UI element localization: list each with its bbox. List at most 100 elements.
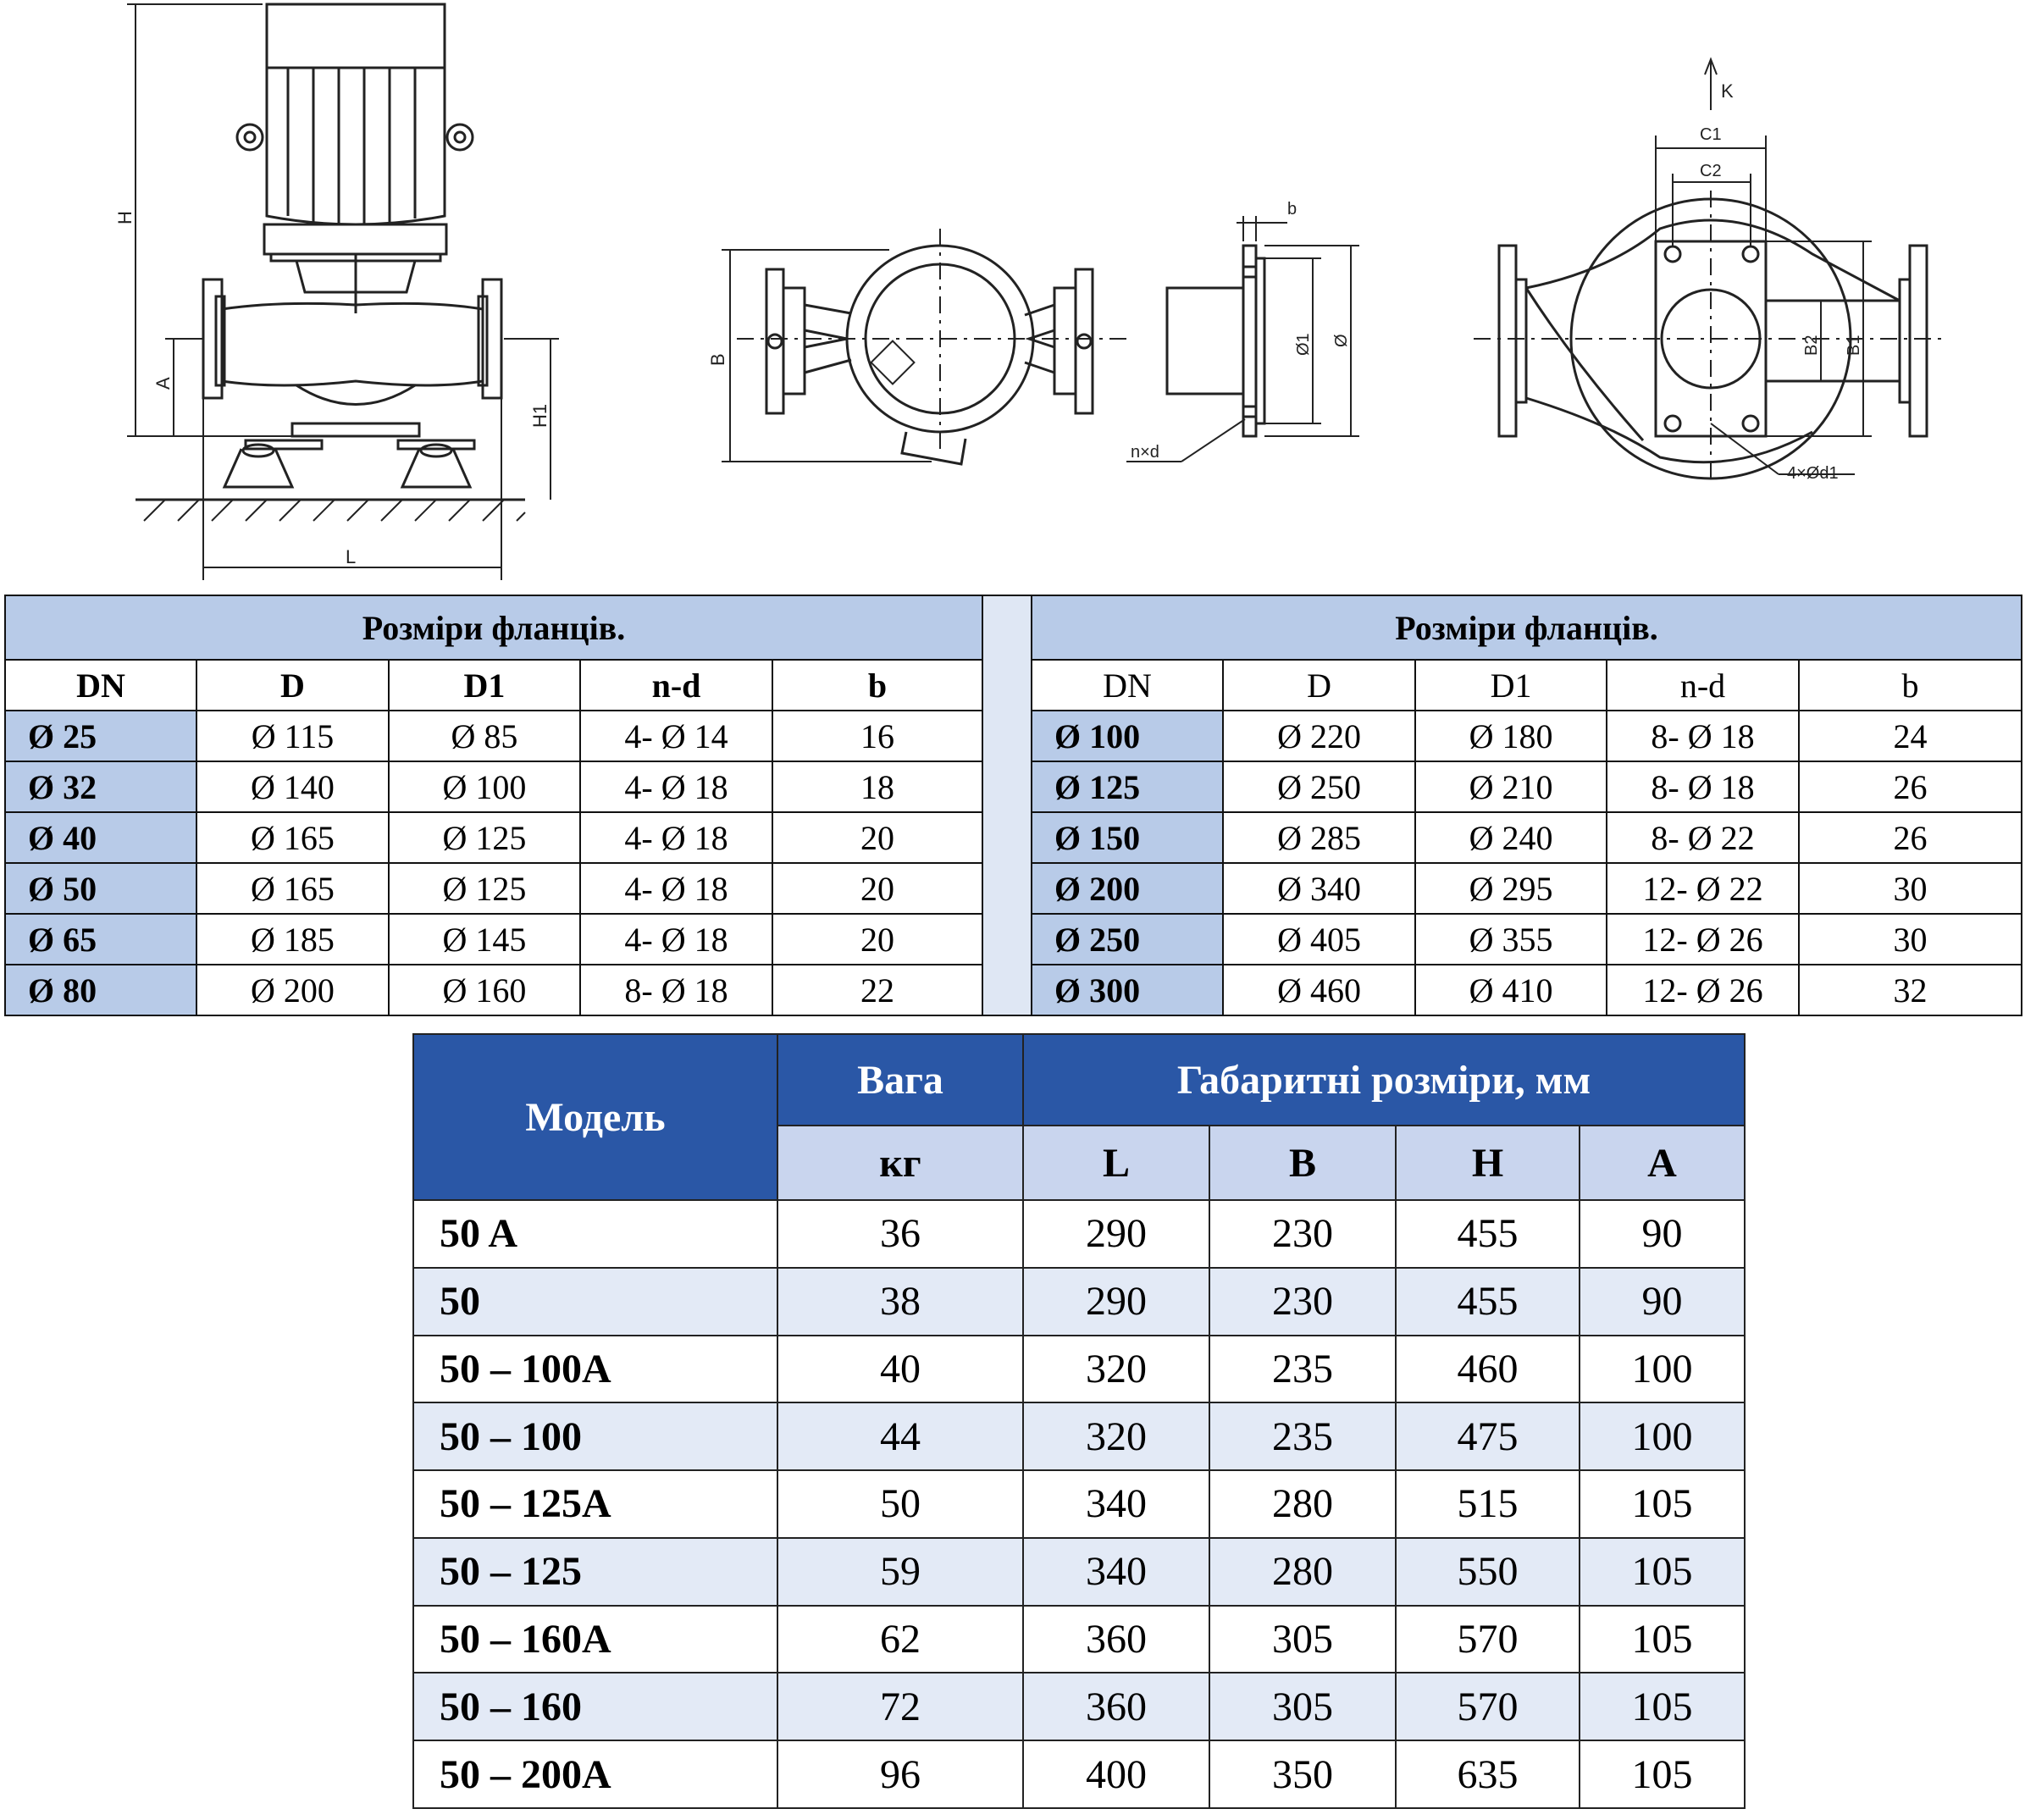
model-B: 305 — [1209, 1604, 1397, 1674]
flange-dn: Ø 40 — [4, 811, 197, 864]
flange-d: Ø 285 — [1222, 811, 1417, 864]
model-L: 340 — [1022, 1469, 1210, 1539]
model-H: 550 — [1395, 1536, 1580, 1607]
flange-nd: 12- Ø 22 — [1606, 862, 1801, 915]
flange-nd: 4- Ø 18 — [579, 862, 773, 915]
flange-d1: Ø 145 — [388, 913, 581, 965]
dim-label-b: b — [1287, 200, 1297, 219]
flange-d1: Ø 180 — [1414, 710, 1608, 762]
dim-label-B2: B2 — [1802, 335, 1821, 356]
dim-label-H1: H1 — [529, 404, 551, 428]
model-B: 230 — [1209, 1266, 1397, 1336]
flange-d1: Ø 240 — [1414, 811, 1608, 864]
table-row: 50 38 290 230 455 90 — [412, 1266, 1746, 1336]
flange-dn: Ø 80 — [4, 964, 197, 1016]
model-name: 50 — [412, 1266, 778, 1336]
dim-label-holes: 4×Ød1 — [1787, 464, 1839, 483]
model-A: 105 — [1578, 1469, 1746, 1539]
col-header-b: b — [771, 659, 984, 711]
col-header-d1: D1 — [1414, 659, 1608, 711]
dim-label-A: A — [152, 377, 174, 390]
col-header-B: B — [1209, 1125, 1397, 1201]
flange-b: 30 — [1798, 862, 2023, 915]
col-header-d: D — [1222, 659, 1417, 711]
flange-d: Ø 165 — [196, 811, 390, 864]
col-header-L: L — [1022, 1125, 1210, 1201]
model-weight: 62 — [777, 1604, 1024, 1674]
dim-label-B: B — [707, 353, 728, 366]
pump-body-view: K C1 C2 B2 B1 4×Ød1 — [1474, 57, 1948, 483]
flange-d: Ø 140 — [196, 761, 390, 813]
dim-label-nxd: n×d — [1131, 443, 1159, 462]
col-header-nd: n-d — [1606, 659, 1801, 711]
flange-d1: Ø 295 — [1414, 862, 1608, 915]
flange-table-left-title: Розміри фланців. — [3, 595, 984, 661]
model-L: 360 — [1022, 1604, 1210, 1674]
model-A: 105 — [1578, 1672, 1746, 1742]
flange-b: 26 — [1798, 761, 2023, 813]
model-weight: 36 — [777, 1199, 1024, 1269]
model-B: 305 — [1209, 1672, 1397, 1742]
dim-label-H: H — [114, 211, 136, 224]
model-H: 570 — [1395, 1672, 1580, 1742]
table-row: Ø 65 Ø 185 Ø 145 4- Ø 18 20 Ø 250 Ø 405 … — [4, 913, 2023, 965]
model-A: 100 — [1578, 1402, 1746, 1472]
flange-b: 22 — [771, 964, 984, 1016]
model-weight: 72 — [777, 1672, 1024, 1742]
model-A: 90 — [1578, 1266, 1746, 1336]
model-weight: 59 — [777, 1536, 1024, 1607]
dim-label-B1: B1 — [1845, 335, 1863, 356]
flange-d: Ø 405 — [1222, 913, 1417, 965]
col-header-dn: DN — [1031, 659, 1225, 711]
flange-dn: Ø 125 — [1031, 761, 1225, 813]
table-row: 50 – 125A 50 340 280 515 105 — [412, 1469, 1746, 1539]
model-weight: 44 — [777, 1402, 1024, 1472]
model-H: 570 — [1395, 1604, 1580, 1674]
model-name: 50 – 125 — [412, 1536, 778, 1607]
model-name: 50 – 200A — [412, 1740, 778, 1809]
model-H: 475 — [1395, 1402, 1580, 1472]
flange-nd: 4- Ø 18 — [579, 811, 773, 864]
model-weight: 50 — [777, 1469, 1024, 1539]
flange-d: Ø 220 — [1222, 710, 1417, 762]
flange-d: Ø 115 — [196, 710, 390, 762]
col-header-nd: n-d — [579, 659, 773, 711]
flange-nd: 12- Ø 26 — [1606, 913, 1801, 965]
flange-d1: Ø 160 — [388, 964, 581, 1016]
flange-b: 20 — [771, 811, 984, 864]
flange-b: 20 — [771, 913, 984, 965]
model-H: 460 — [1395, 1334, 1580, 1404]
flange-b: 32 — [1798, 964, 2023, 1016]
model-A: 105 — [1578, 1604, 1746, 1674]
col-header-d1: D1 — [388, 659, 581, 711]
model-B: 230 — [1209, 1199, 1397, 1269]
flange-d: Ø 200 — [196, 964, 390, 1016]
flange-table-right-title: Розміри фланців. — [1031, 595, 2023, 661]
model-L: 290 — [1022, 1266, 1210, 1336]
table-row: Ø 25 Ø 115 Ø 85 4- Ø 14 16 Ø 100 Ø 220 Ø… — [4, 710, 2023, 762]
flange-d1: Ø 210 — [1414, 761, 1608, 813]
flange-d: Ø 340 — [1222, 862, 1417, 915]
flange-nd: 12- Ø 26 — [1606, 964, 1801, 1016]
table-spacer — [982, 595, 1033, 1016]
flange-nd: 4- Ø 14 — [579, 710, 773, 762]
model-L: 340 — [1022, 1536, 1210, 1607]
flange-b: 24 — [1798, 710, 2023, 762]
table-row: 50 – 160 72 360 305 570 105 — [412, 1672, 1746, 1742]
model-dimensions-table: Модель Вага Габаритні розміри, мм кг L B… — [412, 1033, 1746, 1809]
flange-d1: Ø 85 — [388, 710, 581, 762]
flange-detail: b Ø1 Ø n×d — [1126, 200, 1359, 462]
col-header-weight: Вага — [777, 1033, 1024, 1126]
flange-b: 18 — [771, 761, 984, 813]
pump-top-view: B — [707, 229, 1126, 466]
model-L: 360 — [1022, 1672, 1210, 1742]
model-name: 50 – 160 — [412, 1672, 778, 1742]
table-row: 50 – 125 59 340 280 550 105 — [412, 1536, 1746, 1607]
table-row: 50 – 200A 96 400 350 635 105 — [412, 1740, 1746, 1809]
flange-dn: Ø 25 — [4, 710, 197, 762]
flange-b: 26 — [1798, 811, 2023, 864]
table-row: Ø 40 Ø 165 Ø 125 4- Ø 18 20 Ø 150 Ø 285 … — [4, 811, 2023, 864]
model-name: 50 – 100 — [412, 1402, 778, 1472]
dim-label-d: Ø — [1332, 334, 1351, 347]
col-header-H: H — [1395, 1125, 1580, 1201]
